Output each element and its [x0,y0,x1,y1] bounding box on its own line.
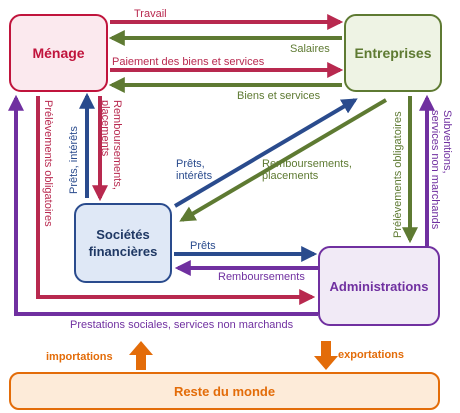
remb-ent-arrow [179,98,388,222]
subventions-label: Subventions,services non marchands [429,110,453,230]
prelev-menage-label: Prélèvements obligatoires [42,100,54,227]
prelev-menage-arrow [36,96,316,305]
remb-menage-label-line: placements [99,100,111,157]
subventions-label-line: services non marchands [429,110,441,230]
administrations-node-label: Administrations [329,278,429,294]
prets-soc-ent-label: Prêts,intérêts [176,158,213,182]
remb-ent-label-line: placements [262,170,319,182]
societes-node: Sociétés financières [74,203,172,283]
importations-arrow [129,341,153,370]
prets-menage-label: Prêts, intérêts [68,126,80,194]
remb-ent-label-line: Remboursements, [262,158,352,170]
paiement-label: Paiement des biens et services [112,56,265,68]
travail-label: Travail [134,8,167,20]
prelev-ent-label: Prélèvements obligatoires [392,111,404,238]
administrations-node: Administrations [318,246,440,326]
remb-menage-label: Remboursements,placements [99,100,123,190]
prets-soc-ent-label-line: intérêts [176,170,213,182]
subventions-label-line: Subventions, [441,110,453,174]
prets-soc-adm-label: Prêts [190,240,216,252]
menage-node: Ménage [9,14,108,92]
prets-soc-ent-label-line: Prêts, [176,158,205,170]
societes-node-label: Sociétés financières [88,227,158,259]
importations-label: importations [46,351,113,363]
prestations-arrow [8,94,318,316]
remb-menage-label-line: Remboursements, [111,100,123,190]
remb-ent-label: Remboursements,placements [262,158,352,182]
monde-node-label: Reste du monde [173,383,276,399]
entreprises-node: Entreprises [344,14,442,92]
remb-adm-label: Remboursements [218,271,305,283]
exportations-label: exportations [338,349,404,361]
menage-node-label: Ménage [32,45,85,61]
prestations-label: Prestations sociales, services non march… [70,319,294,331]
entreprises-node-label: Entreprises [354,45,432,61]
exportations-arrow [314,341,338,370]
salaires-label: Salaires [290,43,330,55]
biens-label: Biens et services [237,90,321,102]
monde-node: Reste du monde [9,372,440,410]
prets-soc-ent-arrow [173,98,358,208]
